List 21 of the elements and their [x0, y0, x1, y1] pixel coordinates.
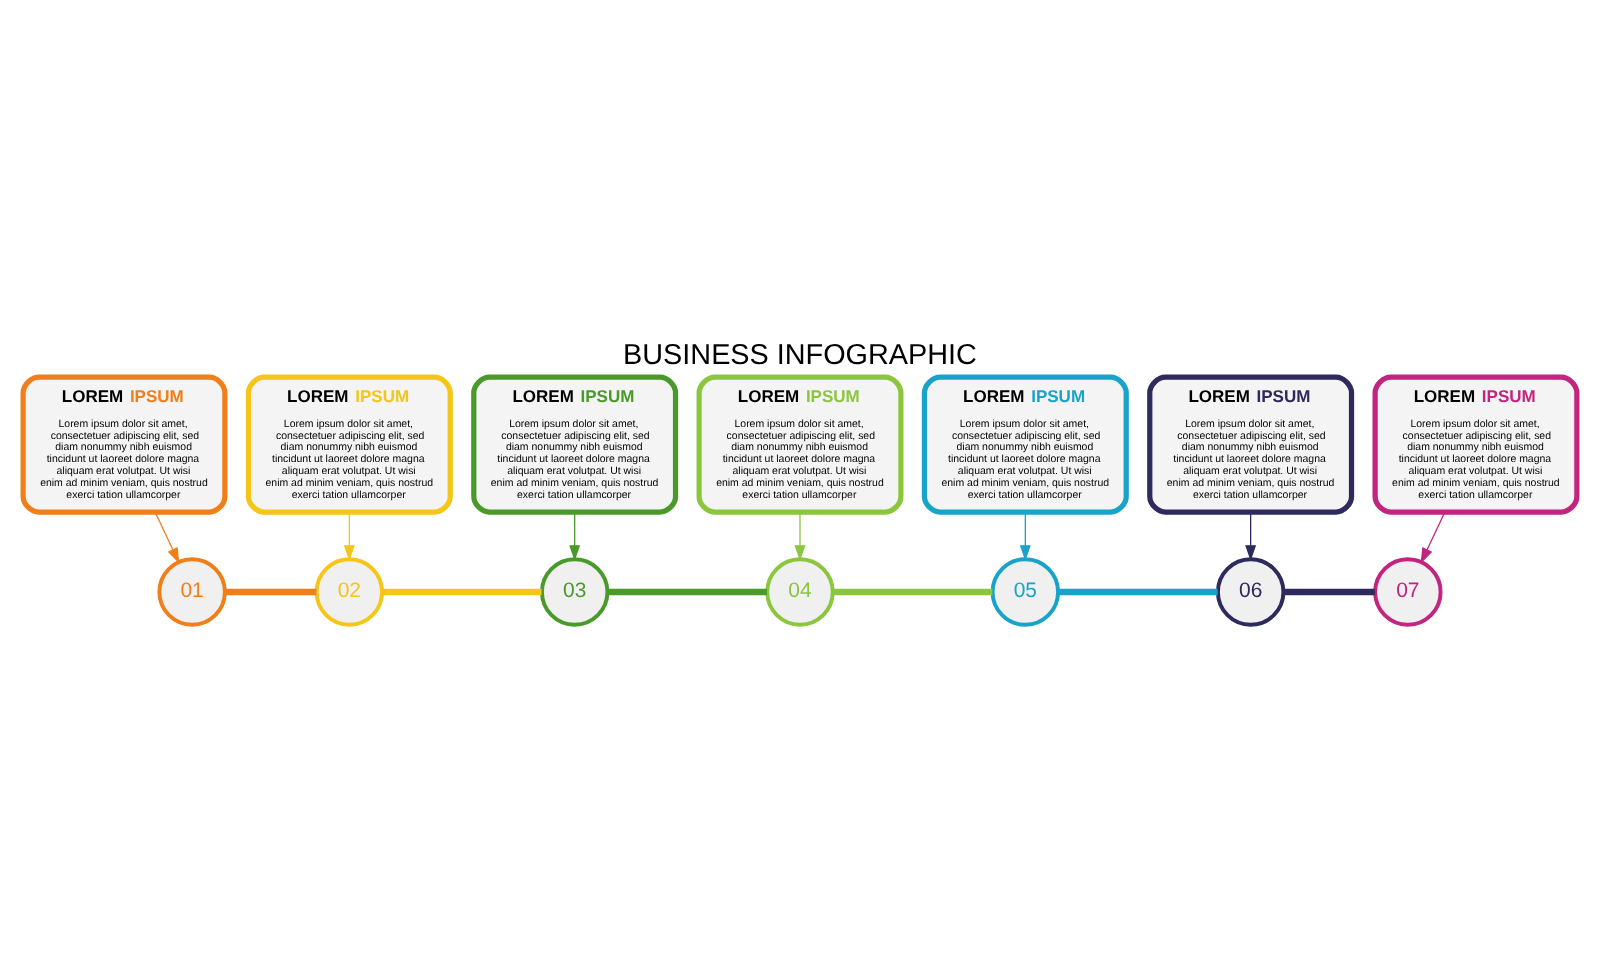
connector	[607, 588, 767, 596]
connector	[833, 588, 993, 596]
node-circle: 03	[539, 557, 610, 627]
connector	[382, 588, 542, 596]
node-circle: 06	[1215, 557, 1286, 627]
arrow	[794, 511, 806, 561]
node-circle: 02	[314, 557, 385, 627]
arrow	[1420, 511, 1446, 564]
connector	[1283, 588, 1375, 596]
connector	[225, 588, 317, 596]
diagram-title: BUSINESS INFOGRAPHIC	[623, 339, 977, 372]
node-circle: 04	[765, 557, 835, 627]
arrow	[1019, 511, 1031, 561]
node-circle: 07	[1373, 557, 1443, 627]
arrow	[154, 511, 180, 564]
arrow	[1245, 511, 1257, 561]
node-circle: 05	[990, 557, 1061, 627]
node-circle: 01	[157, 557, 227, 627]
arrow	[569, 511, 581, 561]
connector	[1058, 588, 1218, 596]
arrow	[343, 511, 355, 561]
